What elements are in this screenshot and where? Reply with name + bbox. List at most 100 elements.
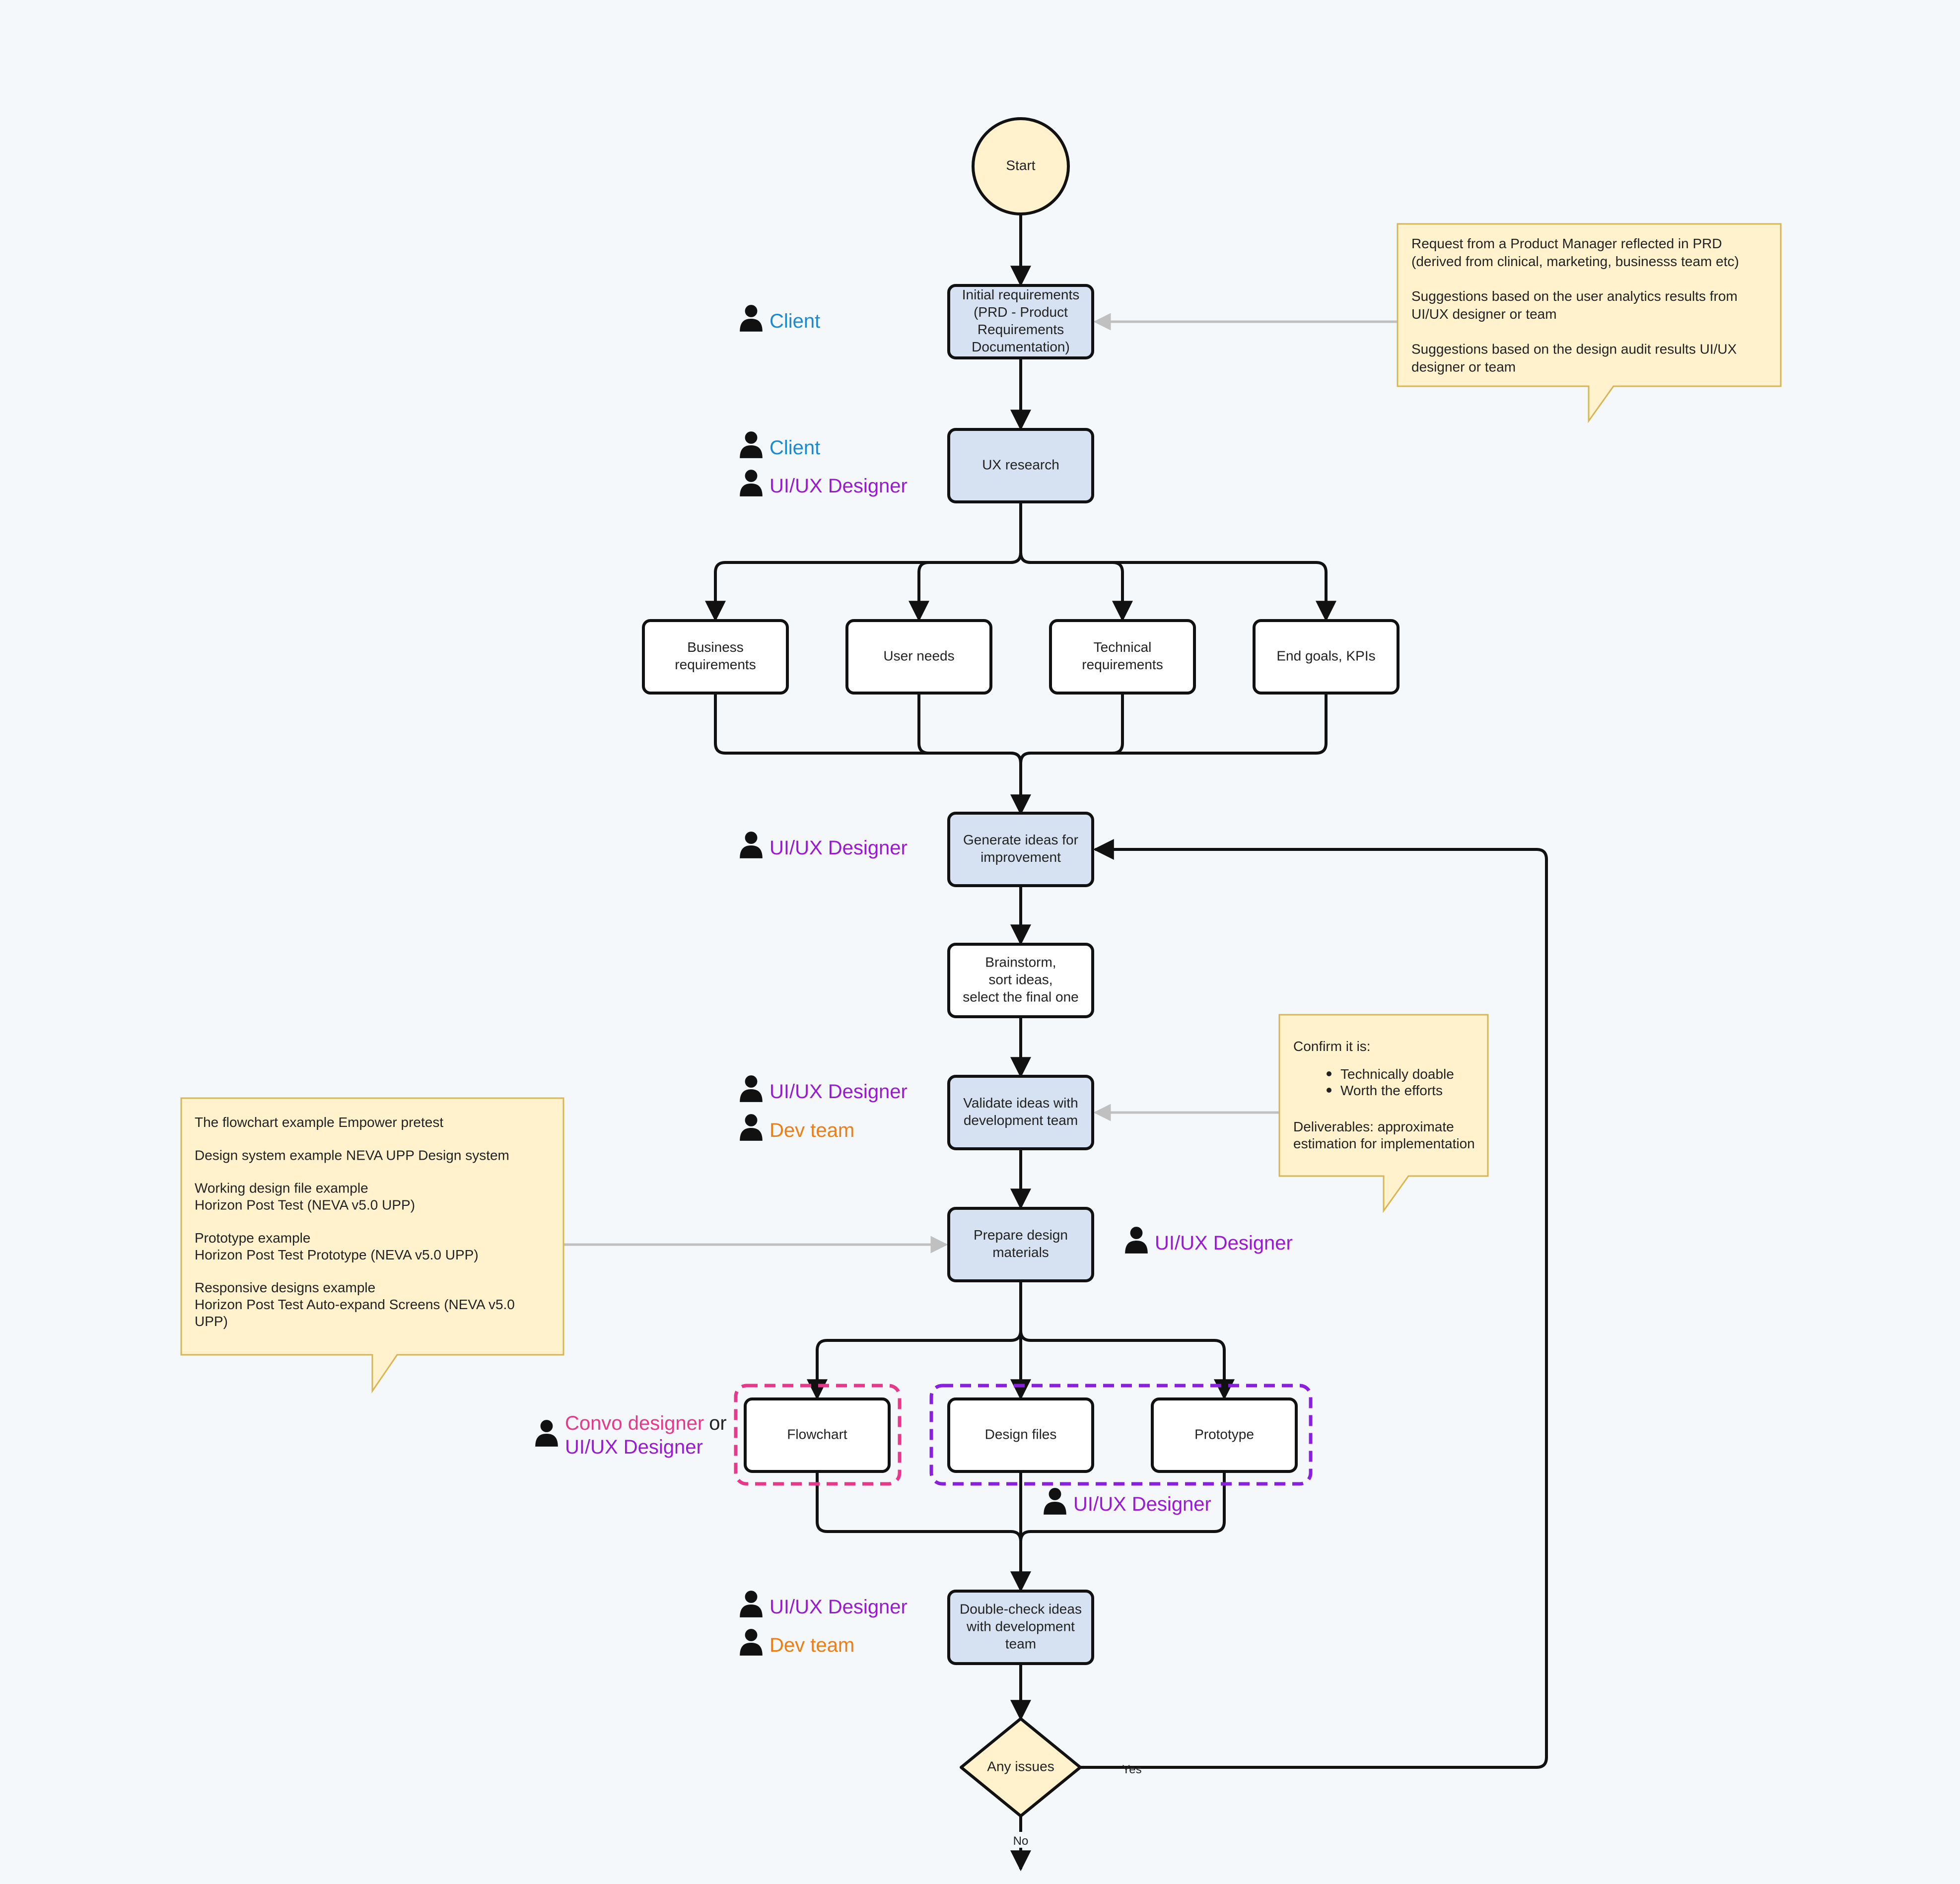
flowchart-node[interactable]: Flowchart (744, 1397, 891, 1473)
end-goals-node-shape (1253, 619, 1400, 695)
role-designer-outputs-label: UI/UX Designer (1073, 1493, 1211, 1515)
edge-research-to-branch-2 (909, 503, 1022, 622)
prototype-node[interactable]: Prototype (1151, 1397, 1298, 1473)
any-issues-shape (960, 1717, 1082, 1817)
ux-research-node[interactable]: UX research (947, 428, 1094, 503)
role-client-initial: Client (740, 305, 820, 332)
role-designer-doublecheck: UI/UX Designer (740, 1591, 908, 1618)
role-devteam-validate-label: Dev team (770, 1119, 854, 1141)
role-flowchart-line2: UI/UX Designer (565, 1436, 703, 1458)
role-designer-doublecheck-label: UI/UX Designer (770, 1596, 908, 1618)
bullet-dot (1327, 1088, 1331, 1093)
yes-label: Yes (1122, 1763, 1141, 1776)
flowchart-node-shape (744, 1397, 891, 1473)
end-goals-node-label: End goals, KPIs (1276, 648, 1375, 663)
edge-branch-2-merge (917, 694, 1022, 764)
person-icon (740, 1114, 763, 1141)
user-needs-node-shape (845, 619, 992, 695)
role-designer-research-label: UI/UX Designer (770, 475, 908, 497)
person-icon (740, 305, 763, 332)
user-needs-node-label: User needs (883, 648, 954, 663)
request-note-text: Request from a Product Manager reflected… (1411, 236, 1739, 374)
role-client-research: Client (740, 431, 820, 459)
end-goals-node[interactable]: End goals, KPIs (1253, 619, 1400, 695)
user-needs-node[interactable]: User needs (845, 619, 992, 695)
design-files-node[interactable]: Design files (947, 1397, 1094, 1473)
prototype-node-label: Prototype (1194, 1426, 1254, 1442)
role-designer-research: UI/UX Designer (740, 470, 908, 497)
brainstorm-node-shape (947, 943, 1094, 1018)
edge-branch-4-merge (1019, 694, 1328, 764)
prepare-materials-node-shape (947, 1207, 1094, 1282)
bullet-dot (1327, 1071, 1331, 1076)
person-icon (740, 470, 763, 496)
any-issues-decision[interactable]: Any issues (960, 1717, 1082, 1817)
edge-research-to-branch-4 (1019, 503, 1336, 622)
no-label-background (1010, 1832, 1032, 1848)
confirm-note-shape (1278, 1014, 1489, 1213)
person-icon (1125, 1227, 1148, 1254)
technical-requirements-node-shape (1049, 619, 1196, 695)
role-designer-generate-label: UI/UX Designer (770, 837, 908, 859)
design-files-node-shape (947, 1397, 1094, 1473)
role-designer-validate: UI/UX Designer (740, 1075, 908, 1103)
uiux-designer-group (929, 1384, 1313, 1486)
groups-layer (734, 1384, 1313, 1486)
person-icon (740, 1591, 763, 1617)
role-designer-validate-label: UI/UX Designer (770, 1081, 908, 1103)
double-check-node-shape (947, 1590, 1094, 1665)
role-devteam-doublecheck-label: Dev team (770, 1634, 854, 1656)
person-icon (535, 1420, 558, 1447)
initial-requirements-node-shape (947, 284, 1094, 359)
person-icon (740, 431, 763, 458)
any-issues-label: Any issues (987, 1758, 1054, 1774)
role-designer-generate: UI/UX Designer (740, 832, 908, 859)
flowchart-node-label: Flowchart (787, 1426, 847, 1442)
person-icon (740, 1629, 763, 1656)
no-label: No (1013, 1834, 1029, 1848)
person-icon (740, 1075, 763, 1102)
generate-ideas-node-shape (947, 812, 1094, 887)
brainstorm-node[interactable]: Brainstorm,sort ideas,select the final o… (947, 943, 1094, 1018)
person-icon (1044, 1488, 1066, 1515)
convo-designer-group (734, 1384, 902, 1486)
role-devteam-doublecheck: Dev team (740, 1629, 854, 1656)
role-designer-prepare-label: UI/UX Designer (1155, 1232, 1293, 1254)
role-designer-prepare: UI/UX Designer (1125, 1227, 1293, 1254)
start-shape (972, 117, 1070, 215)
edge-yes-loop (1080, 839, 1548, 1769)
ux-research-node-label: UX research (982, 457, 1059, 472)
role-client-initial-label: Client (770, 310, 820, 332)
role-designer-outputs: UI/UX Designer (1044, 1488, 1211, 1515)
edge-prepare-to-output-1 (807, 1282, 1022, 1400)
role-devteam-validate: Dev team (740, 1114, 854, 1141)
request-note-shape (1397, 223, 1782, 423)
start-node[interactable]: Start (972, 117, 1070, 215)
prototype-node-shape (1151, 1397, 1298, 1473)
role-client-research-label: Client (770, 437, 820, 459)
ux-research-node-shape (947, 428, 1094, 503)
